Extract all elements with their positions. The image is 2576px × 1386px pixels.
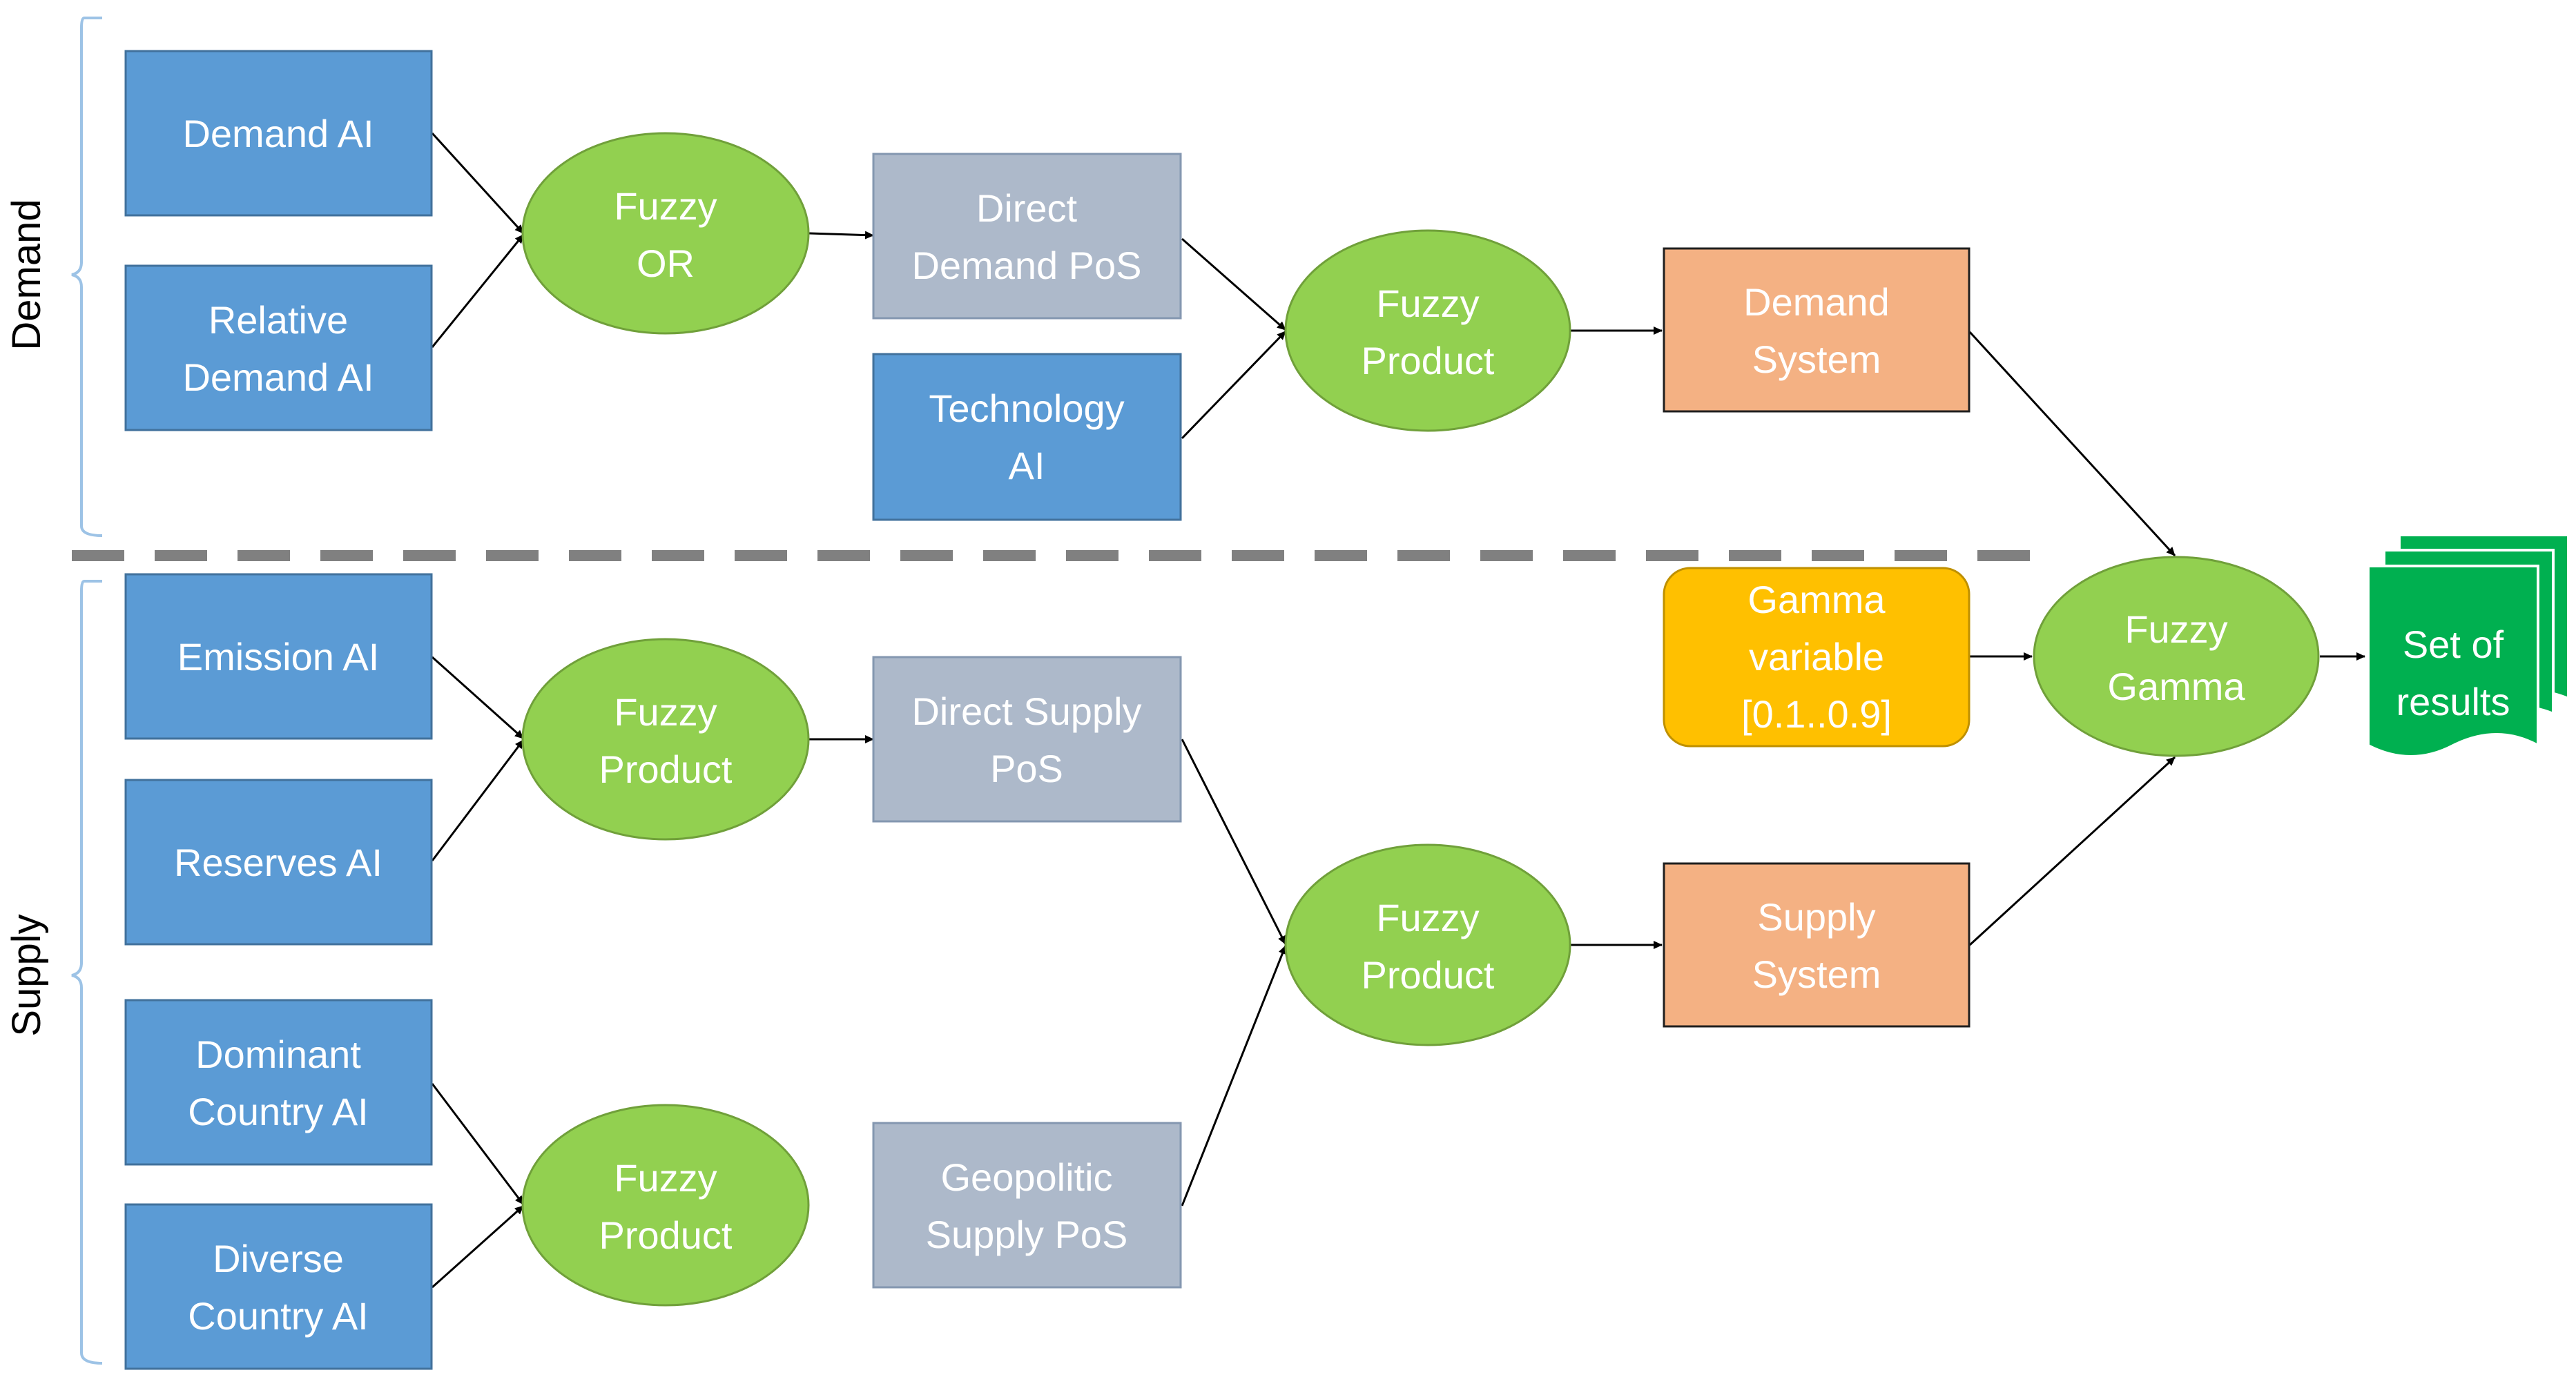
- technology-ai-label-1: Technology: [929, 387, 1124, 430]
- relative-demand-ai-label-1: Relative: [209, 298, 348, 342]
- set-of-results-icon: Set of results: [2367, 534, 2570, 758]
- arrow-demand-ai-to-fuzzy-or: [431, 132, 525, 235]
- arrow-dominant-country-to-fuzzy-product: [431, 1083, 525, 1205]
- supply-side-label: Supply: [4, 914, 49, 1036]
- fuzzy-product-supply-direct-ellipse: Fuzzy Product: [521, 638, 810, 841]
- supply-system-label-1: Supply: [1757, 895, 1875, 939]
- direct-demand-pos-label-2: Demand PoS: [911, 244, 1141, 287]
- direct-supply-pos-label-2: PoS: [990, 747, 1063, 790]
- arrow-diverse-country-to-fuzzy-product: [432, 1204, 524, 1289]
- supply-system-label-2: System: [1752, 953, 1881, 996]
- geopolitic-supply-pos-label-1: Geopolitic: [940, 1155, 1112, 1199]
- arrow-geopolitic-to-fuzzy-product: [1181, 945, 1287, 1207]
- direct-demand-pos-label-1: Direct: [976, 186, 1078, 230]
- fuzzy-or-label-2: OR: [637, 242, 695, 285]
- demand-ai-box: Demand AI: [124, 50, 433, 217]
- fuzzy-gamma-label-1: Fuzzy: [2124, 607, 2227, 651]
- diverse-country-ai-label-1: Diverse: [213, 1237, 344, 1280]
- geopolitic-supply-pos-box: Geopolitic Supply PoS: [872, 1122, 1182, 1289]
- dominant-country-ai-box: Dominant Country AI: [124, 999, 433, 1166]
- demand-system-label-1: Demand: [1743, 280, 1890, 324]
- emission-ai-box: Emission AI: [124, 573, 433, 740]
- fuzzy-product-demand-label-1: Fuzzy: [1376, 282, 1479, 325]
- fuzzy-product-supply-direct-label-2: Product: [599, 748, 733, 791]
- gamma-variable-label-1: Gamma: [1747, 578, 1886, 621]
- direct-demand-pos-box: Direct Demand PoS: [872, 153, 1182, 320]
- arrow-direct-supply-to-fuzzy-product: [1181, 739, 1287, 945]
- gamma-variable-box: Gamma variable [0.1..0.9]: [1663, 567, 1970, 748]
- demand-system-box: Demand System: [1663, 247, 1970, 413]
- arrow-demand-system-to-fuzzy-gamma: [1968, 331, 2176, 557]
- fuzzy-gamma-label-2: Gamma: [2107, 665, 2245, 708]
- dominant-country-ai-label-1: Dominant: [195, 1033, 361, 1076]
- dominant-country-ai-label-2: Country AI: [188, 1090, 368, 1133]
- reserves-ai-box: Reserves AI: [124, 779, 433, 946]
- fuzzy-product-geopolitic-ellipse: Fuzzy Product: [521, 1104, 810, 1307]
- relative-demand-ai-label-2: Demand AI: [182, 355, 374, 399]
- fuzzy-product-supply-ellipse: Fuzzy Product: [1284, 843, 1571, 1046]
- fuzzy-or-label-1: Fuzzy: [614, 184, 717, 228]
- arrow-supply-system-to-fuzzy-gamma: [1968, 756, 2176, 946]
- arrow-relative-demand-to-fuzzy-or: [431, 234, 525, 348]
- supply-system-box: Supply System: [1663, 862, 1970, 1028]
- fuzzy-product-supply-direct-label-1: Fuzzy: [614, 690, 717, 734]
- fuzzy-or-ellipse: Fuzzy OR: [521, 132, 810, 335]
- fuzzy-product-demand-label-2: Product: [1362, 339, 1495, 382]
- set-of-results-label-1: Set of: [2403, 623, 2504, 666]
- demand-system-label-2: System: [1752, 338, 1881, 381]
- relative-demand-ai-box: Relative Demand AI: [124, 264, 433, 431]
- reserves-ai-label: Reserves AI: [174, 841, 382, 884]
- direct-supply-pos-label-1: Direct Supply: [911, 690, 1141, 733]
- arrow-fuzzy-or-to-direct-demand: [808, 231, 874, 240]
- arrow-technology-to-fuzzy-product: [1181, 330, 1287, 440]
- technology-ai-box: Technology AI: [872, 353, 1182, 521]
- geopolitic-supply-pos-label-2: Supply PoS: [926, 1213, 1128, 1256]
- set-of-results-label-2: results: [2396, 680, 2510, 723]
- fuzzy-product-geopolitic-label-1: Fuzzy: [614, 1156, 717, 1200]
- connectors: [431, 132, 2365, 1289]
- arrow-emission-to-fuzzy-product: [432, 656, 524, 740]
- fuzzy-product-supply-label-2: Product: [1362, 953, 1495, 997]
- supply-bracket: [71, 580, 103, 1365]
- fuzzy-product-geopolitic-label-2: Product: [599, 1213, 733, 1257]
- arrow-direct-demand-to-fuzzy-product: [1181, 237, 1286, 331]
- gamma-variable-label-2: variable: [1749, 635, 1884, 679]
- emission-ai-label: Emission AI: [177, 635, 380, 679]
- diverse-country-ai-label-2: Country AI: [188, 1294, 368, 1338]
- fuzzy-gamma-ellipse: Fuzzy Gamma: [2033, 556, 2320, 757]
- gamma-variable-label-3: [0.1..0.9]: [1741, 692, 1892, 736]
- technology-ai-label-2: AI: [1009, 444, 1045, 487]
- arrow-reserves-to-fuzzy-product: [431, 739, 525, 861]
- direct-supply-pos-box: Direct Supply PoS: [872, 656, 1182, 823]
- fuzzy-product-demand-ellipse: Fuzzy Product: [1284, 229, 1571, 432]
- demand-ai-label: Demand AI: [182, 112, 374, 155]
- fuzzy-product-supply-label-1: Fuzzy: [1376, 896, 1479, 939]
- diverse-country-ai-box: Diverse Country AI: [124, 1203, 433, 1370]
- demand-side-label: Demand: [4, 199, 49, 350]
- demand-bracket: [71, 17, 103, 537]
